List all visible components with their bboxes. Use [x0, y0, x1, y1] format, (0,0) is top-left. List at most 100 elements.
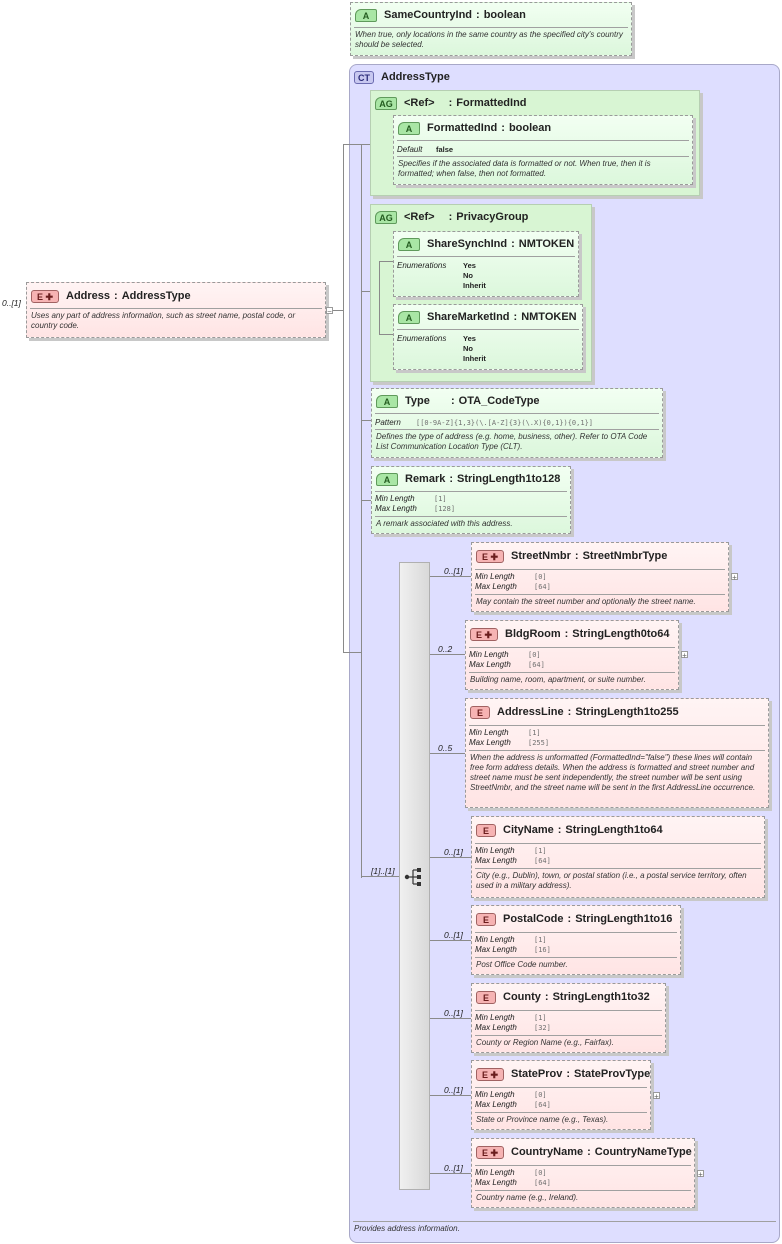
enum-value: Yes — [463, 261, 476, 270]
element-name: StreetNmbr — [511, 550, 571, 562]
divider — [397, 256, 575, 257]
element-postalcode[interactable]: E PostalCode : StringLength1to16 Min Len… — [471, 905, 681, 975]
connector — [430, 576, 471, 577]
min-length-label: Min Length — [475, 935, 515, 944]
connector — [361, 144, 371, 145]
element-cityname[interactable]: E CityName : StringLength1to64 Min Lengt… — [471, 816, 765, 898]
element-name: CountryName — [511, 1146, 584, 1158]
type-separator: : — [557, 824, 562, 836]
complex-type-name: AddressType — [381, 71, 450, 83]
type-separator: : — [574, 550, 579, 562]
sequence-cardinality: [1]..[1] — [371, 866, 395, 876]
attribute-documentation: When true, only locations in the same co… — [355, 30, 623, 49]
attribute-badge: A — [376, 472, 398, 486]
attribute-group-name: PrivacyGroup — [456, 211, 529, 223]
connector — [343, 144, 344, 652]
min-length-value: [1] — [534, 847, 547, 855]
enum-value: Inherit — [463, 354, 486, 363]
type-separator: : — [511, 238, 515, 250]
connector — [361, 876, 399, 877]
element-name: County — [503, 991, 541, 1003]
divider — [30, 308, 322, 309]
divider — [397, 329, 579, 330]
element-countryname[interactable]: E ✚ CountryName : CountryNameType Min Le… — [471, 1138, 695, 1208]
enumerations-label: Enumerations — [397, 261, 447, 270]
address-element[interactable]: E ✚Address:AddressType Uses any part of … — [26, 282, 326, 338]
element-documentation: When the address is unformatted (Formatt… — [470, 753, 756, 792]
connector — [379, 261, 380, 335]
divider — [469, 725, 765, 726]
attribute-type: NMTOKEN — [518, 238, 575, 250]
element-county[interactable]: E County : StringLength1to32 Min Length … — [471, 983, 666, 1053]
element-cardinality: 0..5 — [438, 743, 453, 753]
max-length-label: Max Length — [469, 660, 511, 669]
divider — [397, 156, 689, 157]
complex-type-badge: CT — [354, 70, 374, 84]
attribute-group-ref: <Ref> — [404, 97, 435, 109]
enum-value: Inherit — [463, 281, 486, 290]
divider — [475, 1087, 647, 1088]
divider — [475, 1010, 662, 1011]
max-length-value: [255] — [528, 739, 550, 747]
divider — [475, 594, 725, 595]
min-length-label: Min Length — [375, 494, 415, 503]
expand-toggle[interactable]: + — [697, 1170, 704, 1179]
pattern-value: [[0-9A-Z]{1,3}(\.[A-Z]{3}(\.X){0,1}){0,1… — [416, 419, 594, 427]
connector — [430, 857, 471, 858]
expand-toggle[interactable]: + — [681, 651, 688, 660]
attribute-name: Type — [405, 395, 430, 407]
max-length-label: Max Length — [475, 1023, 517, 1032]
max-length-label: Max Length — [469, 738, 511, 747]
element-cardinality: 0..[1] — [444, 1163, 463, 1173]
element-type: CountryNameType — [594, 1146, 692, 1158]
divider — [469, 750, 765, 751]
connector — [343, 652, 361, 653]
max-length-value: [64] — [534, 1179, 551, 1187]
min-length-label: Min Length — [469, 650, 509, 659]
divider — [475, 843, 761, 844]
divider — [475, 1190, 691, 1191]
expand-toggle[interactable]: + — [653, 1092, 660, 1101]
max-length-label: Max Length — [475, 856, 517, 865]
sequence-compositor[interactable] — [399, 562, 430, 1190]
type-separator: : — [476, 9, 480, 21]
type-separator: : — [567, 706, 572, 718]
type-separator: : — [501, 122, 505, 134]
divider — [475, 569, 725, 570]
attribute-name: ShareSynchInd — [427, 238, 508, 250]
element-streetnmbr[interactable]: E ✚ StreetNmbr : StreetNmbrType Min Leng… — [471, 542, 729, 612]
connector — [430, 940, 471, 941]
min-length-value: [1] — [528, 729, 541, 737]
element-type: StringLength1to64 — [565, 824, 663, 836]
divider — [375, 413, 659, 414]
element-type: StateProvType — [574, 1068, 651, 1080]
connector — [333, 310, 343, 311]
type-separator: : — [566, 1068, 571, 1080]
min-length-value: [0] — [534, 1169, 547, 1177]
expand-toggle[interactable]: + — [731, 573, 738, 582]
element-badge: E — [476, 912, 496, 926]
element-stateprov[interactable]: E ✚ StateProv : StateProvType Min Length… — [471, 1060, 651, 1130]
attribute-documentation: A remark associated with this address. — [376, 519, 513, 528]
collapse-toggle[interactable]: − — [326, 307, 333, 316]
attribute-group-name: FormattedInd — [456, 97, 527, 109]
max-length-value: [64] — [534, 857, 551, 865]
element-addressline[interactable]: E AddressLine : StringLength1to255 Min L… — [465, 698, 769, 808]
element-bldgroom[interactable]: E ✚ BldgRoom : StringLength0to64 Min Len… — [465, 620, 679, 690]
element-cardinality: 0..[1] — [444, 1085, 463, 1095]
connector — [430, 1018, 471, 1019]
max-length-value: [64] — [534, 1101, 551, 1109]
min-length-label: Min Length — [475, 1013, 515, 1022]
element-badge: E ✚ — [476, 1145, 504, 1159]
min-length-label: Min Length — [469, 728, 509, 737]
divider — [469, 672, 675, 673]
sequence-icon — [404, 868, 421, 886]
